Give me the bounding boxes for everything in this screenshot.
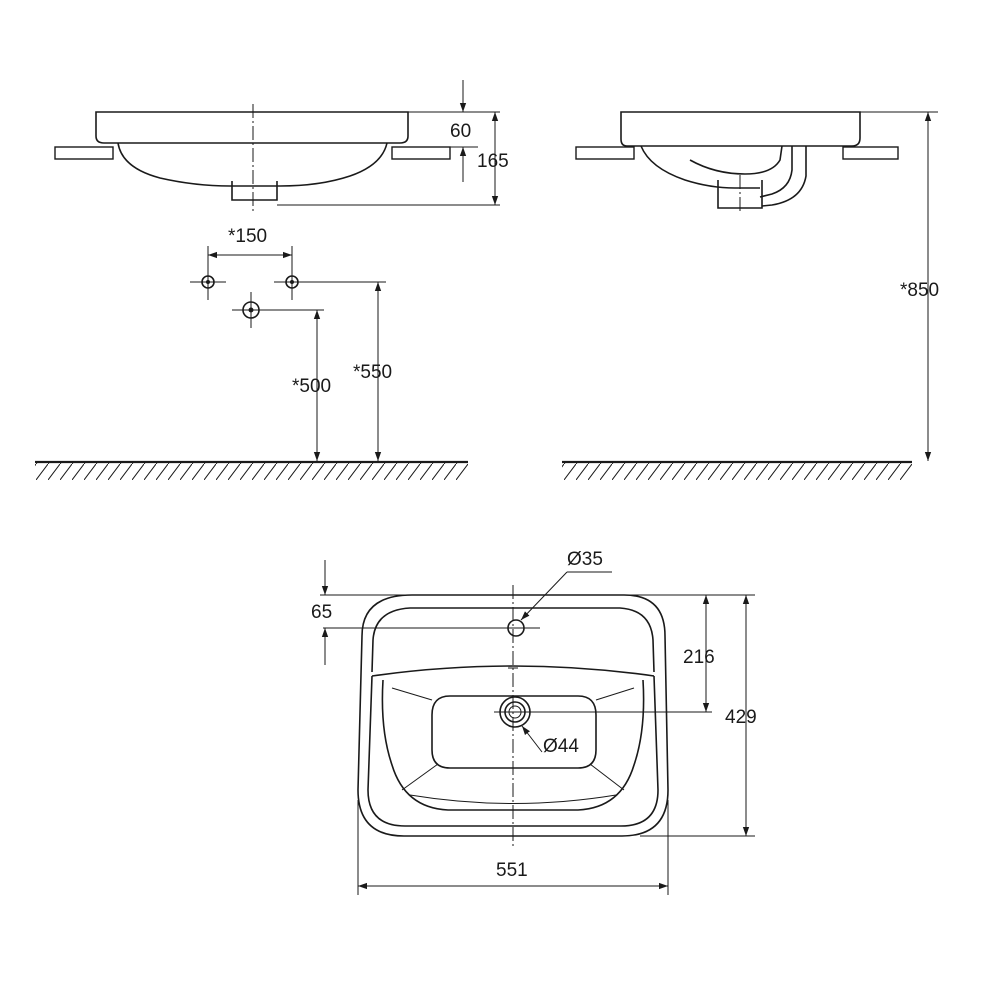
side-basin-bowl — [640, 145, 760, 189]
overflow-channel-inner — [759, 146, 793, 198]
dim-551-label: 551 — [496, 860, 528, 881]
dim-165-label: 165 — [477, 151, 509, 172]
dim-35-leader — [520, 571, 568, 621]
plan-view: Ø35 Ø44 65 216 429 551 — [311, 549, 757, 895]
front-elevation-view: 60 165 — [54, 80, 509, 214]
countertop-right-side — [842, 146, 899, 160]
side-elevation-view: *850 — [575, 111, 939, 461]
dim-850-label: *850 — [900, 280, 939, 301]
overflow-channel-outer — [761, 146, 807, 207]
dim-35-label: Ø35 — [567, 549, 603, 570]
dim-550-label: *550 — [353, 362, 392, 383]
dim-429-label: 429 — [725, 707, 757, 728]
waste-outlet — [231, 181, 278, 201]
basin-rim — [95, 111, 409, 144]
drain-area — [431, 695, 597, 769]
dim-44-label: Ø44 — [543, 736, 579, 757]
supply-positions-view: *150 *500 *550 — [190, 226, 392, 461]
waste-point — [232, 292, 324, 328]
supply-point-right — [274, 264, 386, 300]
dim-44-leader — [521, 725, 543, 753]
floor-left — [35, 460, 468, 480]
dim-500-label: *500 — [292, 376, 331, 397]
countertop-left-side — [575, 146, 635, 160]
dim-216-label: 216 — [683, 647, 715, 668]
dim-65-label: 65 — [311, 602, 332, 623]
supply-point-left — [190, 264, 226, 300]
dim-60-label: 60 — [450, 121, 471, 142]
bowl-back-edge — [371, 665, 655, 677]
countertop-left — [54, 146, 114, 160]
floor-right — [562, 460, 912, 480]
basin-bowl — [117, 142, 388, 187]
dim-150-label: *150 — [228, 226, 267, 247]
countertop-right — [391, 146, 451, 160]
bowl-rim-inner — [367, 675, 659, 827]
side-inner-bowl — [689, 145, 783, 175]
side-basin-rim — [620, 111, 861, 147]
